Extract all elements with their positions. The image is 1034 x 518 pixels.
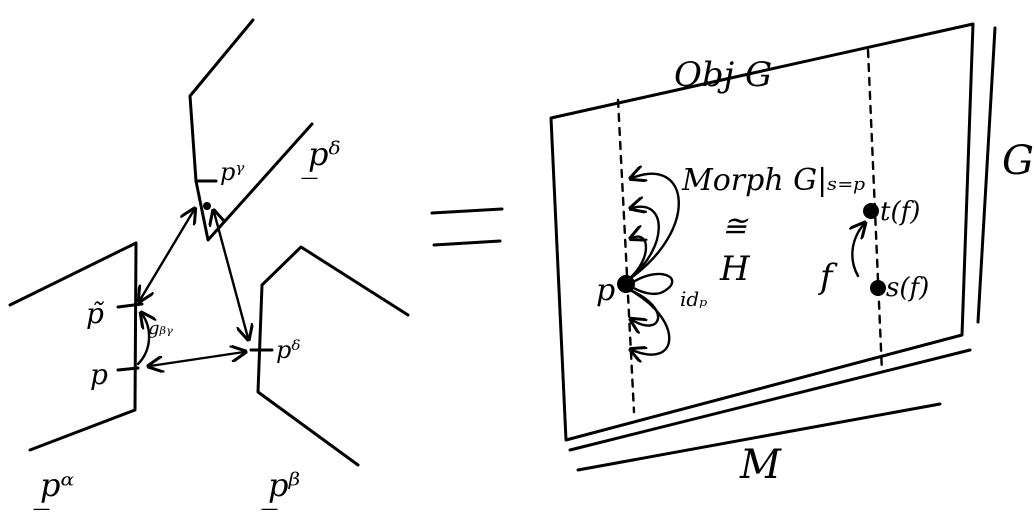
label-iso: ≅ xyxy=(722,209,749,244)
equals-label: = xyxy=(0,0,1,1)
label-m: M xyxy=(739,442,782,488)
arrow-f xyxy=(852,224,864,278)
arrow-p-pdelta xyxy=(150,352,244,366)
point-tick-ptilde xyxy=(116,302,144,309)
label-point-p: p xyxy=(596,273,615,308)
morph-loop-5 xyxy=(630,288,671,355)
label-p: p xyxy=(90,358,108,391)
morph-loop-3 xyxy=(630,237,646,280)
morph-loop-2 xyxy=(630,207,660,280)
label-p-delta: pᵟ xyxy=(276,336,300,364)
label-f: f xyxy=(817,257,838,297)
base-line-1 xyxy=(568,348,972,452)
label-g: G xyxy=(1002,138,1034,184)
label-chart-delta: p̲ᵟ xyxy=(301,135,340,180)
base-line-2 xyxy=(576,402,942,472)
label-gamma-transition: gᵦᵧ xyxy=(148,318,173,339)
equals-sign: = xyxy=(0,0,504,247)
left-diagram: p̃ p pᵞ pᵟ gᵦᵧ p̲ᵟ p̲ᵅ p̲ᵝ xyxy=(8,18,410,511)
point-tick-p xyxy=(116,366,140,372)
label-p-gamma: pᵞ xyxy=(220,158,244,186)
arrow-pgamma-pdelta xyxy=(214,212,248,338)
point-t xyxy=(863,203,879,219)
label-p-tilde: p̃ xyxy=(86,297,105,330)
label-morph: Morph G|ₛ₌ₚ xyxy=(681,163,865,198)
label-h: H xyxy=(719,249,751,289)
label-t: t(f) xyxy=(880,197,920,227)
chart-beta-shape xyxy=(256,245,410,467)
morph-loop-big xyxy=(628,174,680,282)
objects-rectangle xyxy=(549,22,975,442)
group-bracket-line xyxy=(976,26,997,324)
morph-loop-id xyxy=(628,272,674,296)
label-s: s(f) xyxy=(886,273,929,303)
label-chart-alpha: p̲ᵅ xyxy=(33,466,74,511)
point-p-gamma xyxy=(203,202,211,210)
chart-alpha-shape xyxy=(8,241,138,452)
arrow-ptilde-pgamma xyxy=(140,210,194,300)
label-id: idₚ xyxy=(680,287,707,311)
fibre-p xyxy=(616,98,636,414)
label-chart-beta: p̲ᵝ xyxy=(261,466,300,511)
label-obj-g: Obj G xyxy=(674,55,772,95)
point-s xyxy=(870,280,886,296)
arrow-transition-curve xyxy=(136,314,149,366)
right-diagram: Obj G M G Morph G|ₛ₌ₚ ≅ H p idₚ t(f) s(f… xyxy=(549,22,1034,488)
